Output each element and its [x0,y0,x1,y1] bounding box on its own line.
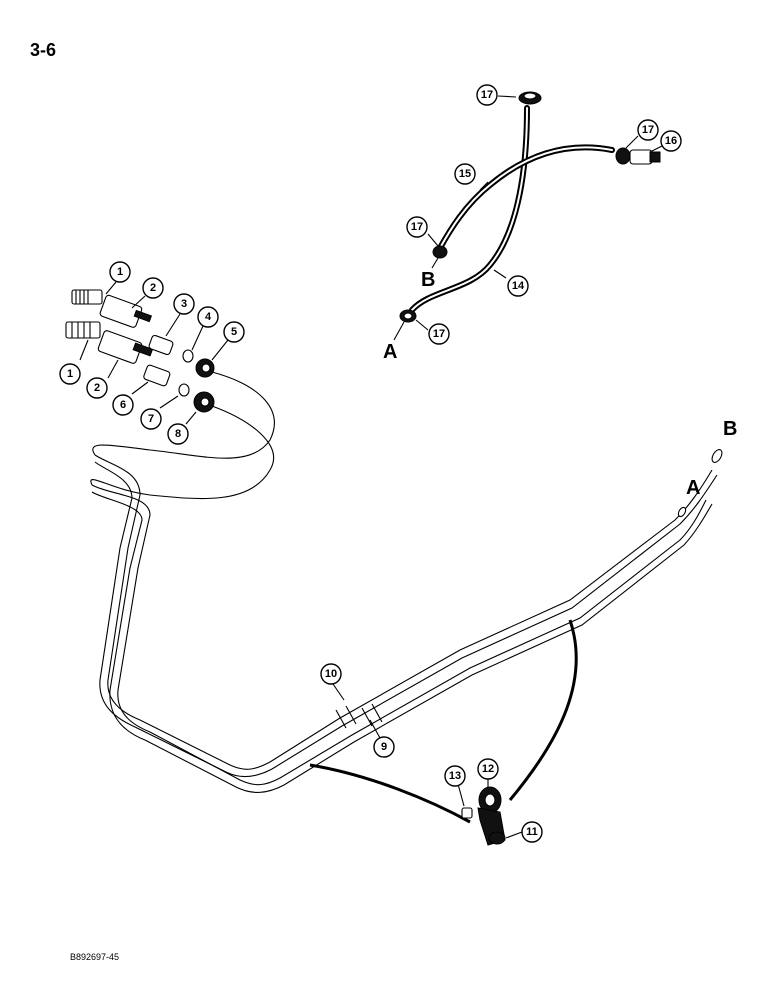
svg-text:17: 17 [433,328,445,340]
bolt-13 [461,807,473,819]
label-b-right: B [723,418,737,440]
callout-12: 12 [477,758,499,780]
svg-text:1: 1 [67,368,73,380]
svg-text:10: 10 [325,668,337,680]
tube-10 [94,454,713,770]
callout-4: 4 [197,306,219,328]
tube-assembly [90,371,723,824]
label-a-right: A [686,477,700,499]
callout-8: 8 [167,423,189,445]
callout-6: 6 [112,394,134,416]
document-code: B892697-45 [70,952,120,962]
callout-5: 5 [223,321,245,343]
svg-text:15: 15 [459,168,471,180]
callout-17a: 17 [476,84,498,106]
callout-9: 9 [373,736,395,758]
tube-9 [91,484,707,786]
hose-assembly [399,91,661,323]
svg-text:11: 11 [526,826,538,838]
svg-text:8: 8 [175,428,181,440]
svg-text:2: 2 [150,282,156,294]
callout-16: 16 [660,130,682,152]
svg-text:3: 3 [181,298,187,310]
svg-text:6: 6 [120,399,126,411]
svg-text:1: 1 [117,266,123,278]
svg-text:16: 16 [665,135,677,147]
callout-11: 11 [521,821,543,843]
svg-text:17: 17 [411,221,423,233]
svg-text:17: 17 [642,124,654,136]
nut-right [615,147,631,165]
svg-text:2: 2 [94,382,100,394]
svg-text:12: 12 [482,763,494,775]
callout-15: 15 [454,163,476,185]
adapter-3 [148,334,174,356]
label-a-lower: A [383,341,397,363]
oring-7 [178,383,190,397]
callout-10: 10 [320,663,342,685]
callout-17c: 17 [406,216,428,238]
fitting-16 [629,149,653,165]
adapter-6 [143,364,171,387]
valve-2b [97,330,143,364]
oring-4 [182,349,194,363]
clamp-11 [488,831,506,845]
callout-14: 14 [507,275,529,297]
page-number: 3-6 [30,40,57,60]
callout-3: 3 [173,293,195,315]
fitting-group [65,289,215,413]
callout-1a: 1 [109,261,131,283]
callout-17b: 17 [637,119,659,141]
callout-2b: 2 [86,377,108,399]
callout-17d: 17 [428,323,450,345]
svg-text:4: 4 [205,311,212,323]
svg-text:17: 17 [481,89,493,101]
nut-b [432,245,448,259]
callout-2a: 2 [142,277,164,299]
svg-text:7: 7 [148,413,154,425]
svg-text:13: 13 [449,770,461,782]
label-b-upper: B [421,269,435,291]
svg-text:14: 14 [512,280,525,292]
callout-7: 7 [140,408,162,430]
fitting-1b [65,321,101,339]
callout-1b: 1 [59,363,81,385]
svg-text:5: 5 [231,326,237,338]
clamp-assembly [461,786,506,846]
svg-text:9: 9 [381,741,387,753]
callout-13: 13 [444,765,466,787]
